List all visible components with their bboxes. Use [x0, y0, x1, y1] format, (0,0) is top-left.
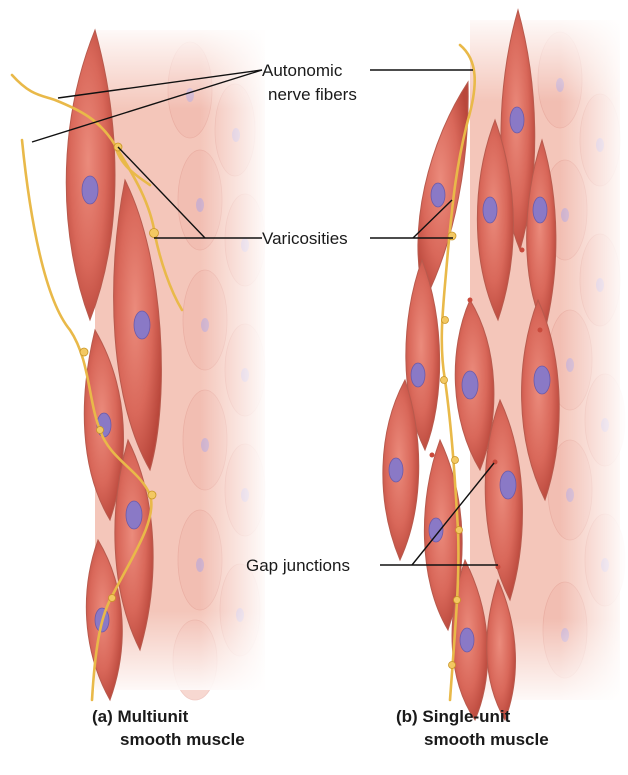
nucleus: [510, 107, 524, 133]
nucleus: [483, 197, 497, 223]
autonomic-nerve-fibers-label-line1: Autonomic: [262, 61, 343, 80]
nucleus: [500, 471, 516, 499]
nucleus: [460, 628, 474, 652]
gap-junctions-label: Gap junctions: [246, 556, 350, 575]
autonomic-nerve-fibers-label-line2: nerve fibers: [268, 85, 357, 104]
nucleus: [534, 366, 550, 394]
nucleus: [411, 363, 425, 387]
caption-b-line2: smooth muscle: [424, 730, 549, 749]
single-unit-panel: [383, 10, 628, 720]
nucleus: [462, 371, 478, 399]
nucleus: [431, 183, 445, 207]
nucleus: [82, 176, 98, 204]
caption-a-line2: smooth muscle: [120, 730, 245, 749]
caption-b-line1: (b) Single-unit: [396, 707, 511, 726]
caption-a-line1: (a) Multiunit: [92, 707, 189, 726]
nucleus: [533, 197, 547, 223]
varicosities-label: Varicosities: [262, 229, 348, 248]
multiunit-panel: [12, 30, 270, 700]
nucleus: [389, 458, 403, 482]
nucleus: [134, 311, 150, 339]
nucleus: [126, 501, 142, 529]
